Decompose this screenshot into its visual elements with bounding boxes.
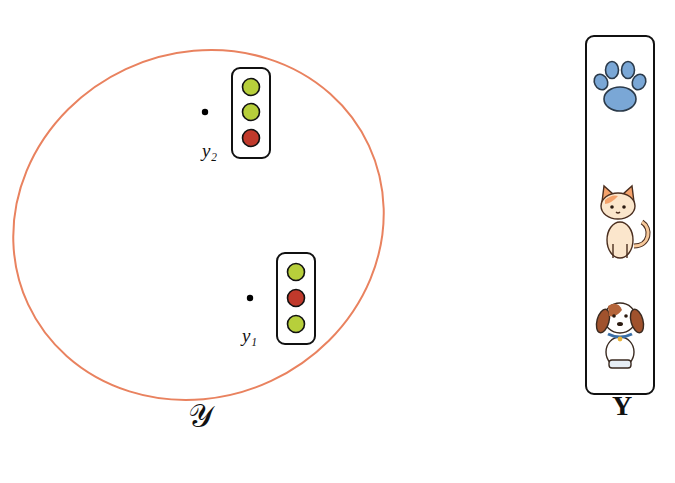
red-light xyxy=(243,130,260,147)
label-panel: Y xyxy=(585,35,655,395)
point-label: y₁ xyxy=(242,326,257,345)
indicator-box xyxy=(277,253,315,344)
green-light xyxy=(288,264,305,281)
green-light xyxy=(243,79,260,96)
dog-icon xyxy=(594,303,646,368)
green-light xyxy=(243,104,260,121)
green-light xyxy=(288,316,305,333)
set-name: Y xyxy=(612,392,632,420)
set-name: 𝒴 xyxy=(188,400,213,432)
region-outline xyxy=(8,40,393,410)
indicator-box xyxy=(232,68,270,158)
point-dot xyxy=(202,109,208,115)
point-label: y₂ xyxy=(202,141,217,160)
point-dot xyxy=(247,295,253,301)
cat-icon xyxy=(601,186,648,258)
region-ellipse xyxy=(0,0,442,460)
set-region: 𝒴 xyxy=(8,40,393,410)
paw-icon xyxy=(592,62,649,112)
red-light xyxy=(288,290,305,307)
